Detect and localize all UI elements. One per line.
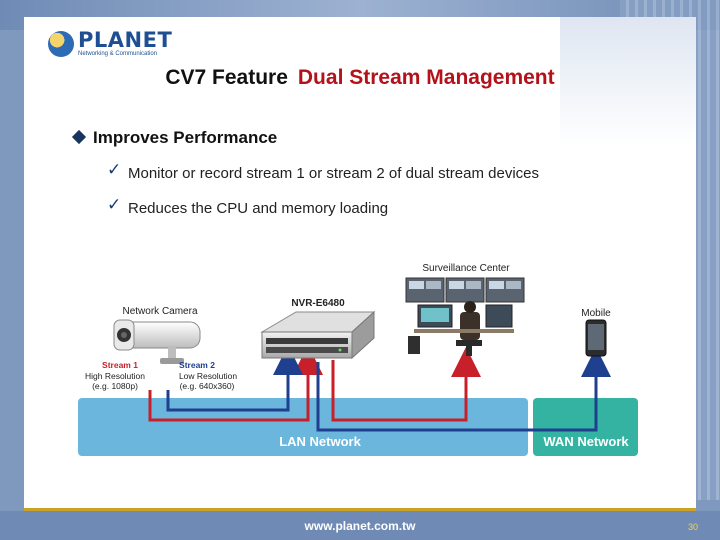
camera-label: Network Camera <box>122 306 197 317</box>
logo-name: PLANET <box>78 28 173 52</box>
wan-network-bar <box>533 398 638 456</box>
mobile-label: Mobile <box>581 308 611 319</box>
stream1-to-center-line <box>331 347 481 422</box>
surveillance-center-icon <box>405 277 525 356</box>
footer-divider <box>24 508 696 511</box>
planet-globe-icon <box>48 30 74 57</box>
checkmark-icon: ✓ <box>107 160 122 180</box>
nvr-label: NVR-E6480 <box>291 298 345 309</box>
stream2-to-nvr-line <box>166 345 303 412</box>
stream1-to-nvr-line <box>148 345 323 422</box>
mobile-phone-icon <box>585 319 607 357</box>
planet-logo: PLANET Networking & Communication <box>48 29 172 58</box>
stream1-title: Stream 1 <box>102 360 138 370</box>
footer-url: www.planet.com.tw <box>304 519 416 533</box>
surveillance-center-label: Surveillance Center <box>422 263 510 274</box>
page-number: 30 <box>687 522 698 532</box>
logo-tagline: Networking & Communication <box>78 51 158 57</box>
footer-bar <box>0 511 720 540</box>
subpoint-2: Reduces the CPU and memory loading <box>128 200 389 217</box>
bullet-heading: Improves Performance <box>93 128 278 147</box>
checkmark-icon: ✓ <box>107 195 122 215</box>
stream2-to-mobile-line <box>316 347 611 432</box>
nvr-device-icon <box>260 310 376 360</box>
subpoint-1: Monitor or record stream 1 or stream 2 o… <box>128 165 539 182</box>
stream2-title: Stream 2 <box>179 360 215 370</box>
stream1-example: (e.g. 1080p) <box>92 381 138 391</box>
stream2-example: (e.g. 640x360) <box>180 381 235 391</box>
slide-shade <box>560 17 696 147</box>
wan-label: WAN Network <box>543 434 629 449</box>
network-camera-icon <box>113 319 201 364</box>
stream2-desc: Low Resolution <box>179 371 237 381</box>
lan-network-bar <box>78 398 528 456</box>
lan-label: LAN Network <box>279 434 361 449</box>
page-title: CV7 Feature Dual Stream Management <box>0 66 720 90</box>
stream1-desc: High Resolution <box>85 371 145 381</box>
title-part2: Dual Stream Management <box>297 66 555 89</box>
title-part1: CV7 Feature <box>165 66 288 89</box>
